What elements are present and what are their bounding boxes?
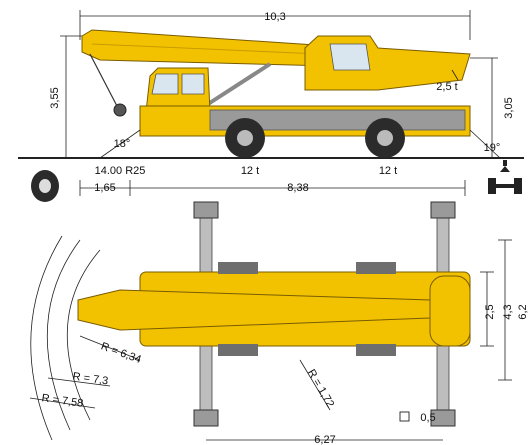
driver-cab-window — [151, 73, 179, 95]
luffing-cylinder — [203, 62, 272, 108]
wheel-top-2 — [356, 262, 396, 274]
wheelbase-span-label: 8,38 — [287, 182, 308, 194]
departure-angle-line — [469, 129, 501, 159]
approach-angle-label: 18° — [114, 138, 131, 150]
counterweight-label: 2,5 t — [436, 81, 457, 93]
outrigger-width-cut-label: 6,2 — [517, 304, 529, 319]
hook-rope — [89, 53, 119, 109]
total-height-label: 3,55 — [49, 87, 61, 108]
pad-square-icon — [399, 411, 410, 422]
rear-axle-wheels — [365, 118, 405, 158]
tyre-symbol — [31, 170, 59, 202]
tail-radius-label: R = 1,72 — [305, 367, 336, 409]
width-retracted-label: 2,5 — [484, 304, 496, 319]
radius-arc-1 — [66, 249, 101, 421]
wheel-top-4 — [356, 344, 396, 356]
tail-radius-line — [299, 359, 331, 411]
pad-size-label: 0,5 — [420, 412, 435, 424]
approach-angle-line — [99, 129, 141, 159]
tyre-size-label: 14.00 R25 — [95, 165, 146, 177]
outrigger-length-label: 6,27 — [314, 434, 335, 445]
side-view: 10,3 3,55 3,05 2,5 t — [18, 10, 524, 202]
axle-symbol — [488, 160, 522, 194]
overall-length-label: 10,3 — [264, 11, 285, 23]
departure-angle-label: 19° — [484, 142, 501, 154]
radius-arc-2 — [46, 239, 81, 431]
radius-1-label: R = 6,34 — [99, 340, 142, 366]
wheel-top-1 — [218, 262, 258, 274]
front-axle-wheels — [225, 118, 265, 158]
counterweight-top — [429, 275, 471, 347]
cab-height-label: 3,05 — [503, 97, 515, 118]
boom — [81, 29, 331, 67]
front-overhang-label: 1,65 — [94, 182, 115, 194]
radius-arc-3 — [30, 235, 63, 441]
hook-block — [113, 103, 127, 117]
crane-cab-window — [329, 43, 371, 71]
top-view: 2,5 4,3 6,2 R = 6,34 R = 7,3 R = 7,58 R … — [29, 201, 529, 445]
wheel-top-3 — [218, 344, 258, 356]
radius-3-label: R = 7,58 — [41, 392, 84, 410]
outrigger-width-label: 4,3 — [502, 304, 514, 319]
front-axle-load-label: 12 t — [241, 165, 259, 177]
chassis-frame — [209, 109, 466, 131]
radius-2-label: R = 7,3 — [72, 371, 109, 388]
rear-axle-load-label: 12 t — [379, 165, 397, 177]
